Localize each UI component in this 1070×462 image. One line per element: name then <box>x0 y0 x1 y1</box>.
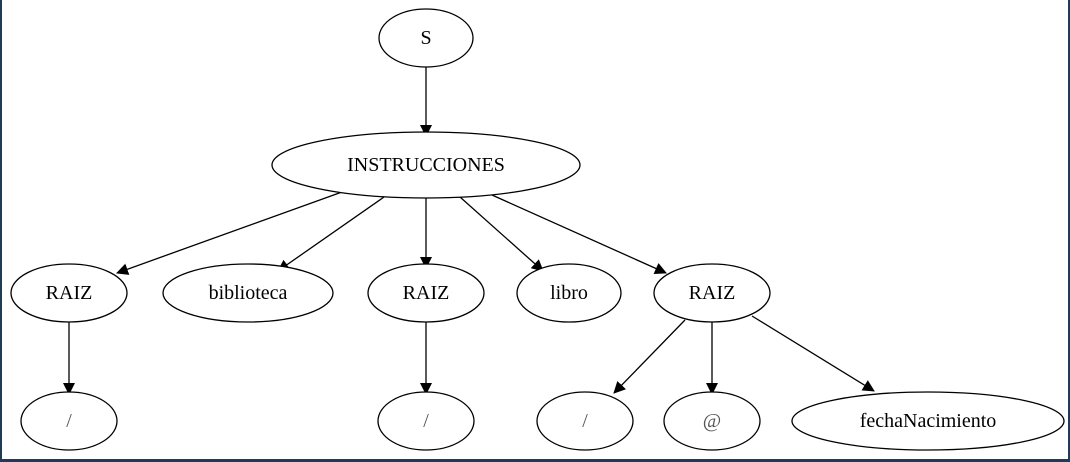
node-slash-1-label: / <box>66 410 72 432</box>
node-at: @ <box>663 391 761 451</box>
node-slash-3: / <box>536 391 634 451</box>
edge-instrucciones-raiz-3 <box>491 194 667 274</box>
edge-instrucciones-raiz-1 <box>116 191 343 275</box>
node-fecha-nacimiento: fechaNacimiento <box>791 391 1065 451</box>
node-raiz-2-label: RAIZ <box>403 282 450 304</box>
node-raiz-1: RAIZ <box>10 263 128 323</box>
node-instrucciones-label: INSTRUCCIONES <box>347 154 505 176</box>
node-raiz-3: RAIZ <box>653 263 771 323</box>
node-instrucciones: INSTRUCCIONES <box>271 131 581 199</box>
node-libro: libro <box>516 263 622 323</box>
node-libro-label: libro <box>550 282 588 304</box>
edge-instrucciones-biblioteca <box>277 196 385 272</box>
node-biblioteca: biblioteca <box>162 263 334 323</box>
node-slash-1: / <box>20 391 118 451</box>
node-s-label: S <box>420 27 431 49</box>
edge-instrucciones-libro <box>459 196 544 272</box>
node-slash-2-label: / <box>423 410 429 432</box>
node-slash-2: / <box>377 391 475 451</box>
edge-raiz-3-fecha-nacimiento <box>751 315 875 392</box>
node-s: S <box>378 8 474 68</box>
node-raiz-3-label: RAIZ <box>689 282 736 304</box>
node-slash-3-label: / <box>582 410 588 432</box>
edge-raiz-3-slash-3 <box>613 319 686 394</box>
node-biblioteca-label: biblioteca <box>209 282 288 304</box>
node-fecha-nacimiento-label: fechaNacimiento <box>860 410 997 432</box>
node-raiz-2: RAIZ <box>367 263 485 323</box>
node-raiz-1-label: RAIZ <box>46 282 93 304</box>
node-at-label: @ <box>703 410 721 432</box>
